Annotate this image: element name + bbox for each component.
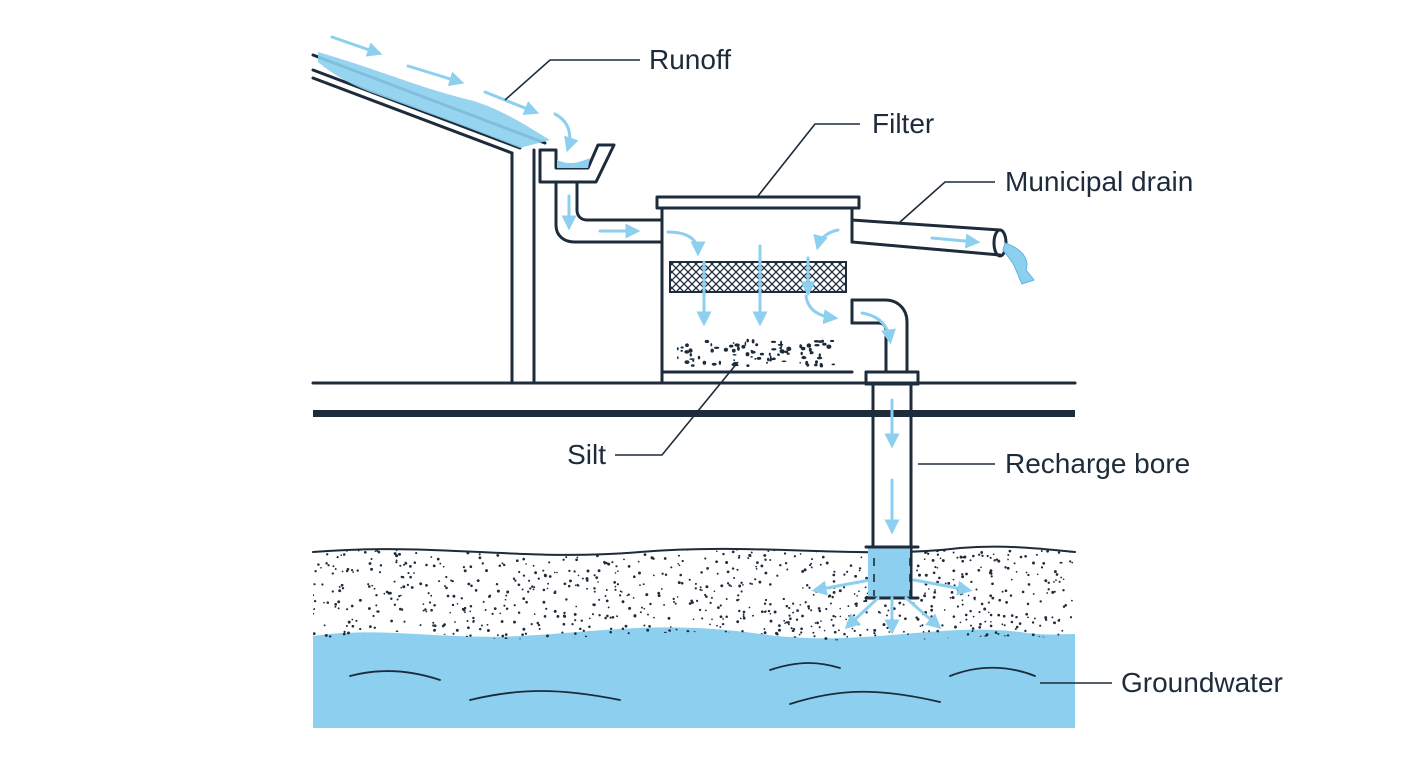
- filter-label: Filter: [872, 108, 934, 139]
- filter-box: [655, 195, 861, 385]
- groundwater-label: Groundwater: [1121, 667, 1283, 698]
- municipal-drain-label: Municipal drain: [1005, 166, 1193, 197]
- house-wall: [510, 148, 536, 385]
- groundwater-ripple: [789, 690, 941, 705]
- silt-leader: [615, 361, 739, 456]
- groundwater-ripple: [469, 690, 621, 701]
- bore-feed-pipe: [850, 298, 909, 374]
- runoff-label: Runoff: [649, 44, 731, 75]
- soil-top-line: [312, 545, 1076, 556]
- runoff-leader: [504, 59, 640, 101]
- flow-arrows: [330, 35, 981, 635]
- silt-deposit: [676, 338, 840, 368]
- groundwater-ripple: [769, 662, 841, 671]
- filter-mesh: [669, 261, 847, 293]
- filter-leader: [757, 123, 860, 197]
- groundwater-ripple: [349, 670, 441, 681]
- groundwater-ripple: [949, 666, 1036, 677]
- roof: [311, 52, 550, 155]
- downpipe: [554, 180, 664, 244]
- ground-slab: [313, 410, 1075, 417]
- gutter-water: [557, 158, 590, 168]
- recharge-bore-label: Recharge bore: [1005, 448, 1190, 479]
- municipal-drain-pipe: [850, 218, 1002, 257]
- recharge-bore: [864, 370, 920, 600]
- silt-label: Silt: [567, 439, 606, 470]
- drain-outflow: [1002, 242, 1035, 285]
- groundwater-body: [313, 627, 1075, 728]
- gutter: [538, 143, 616, 184]
- municipal-drain-leader: [899, 181, 995, 223]
